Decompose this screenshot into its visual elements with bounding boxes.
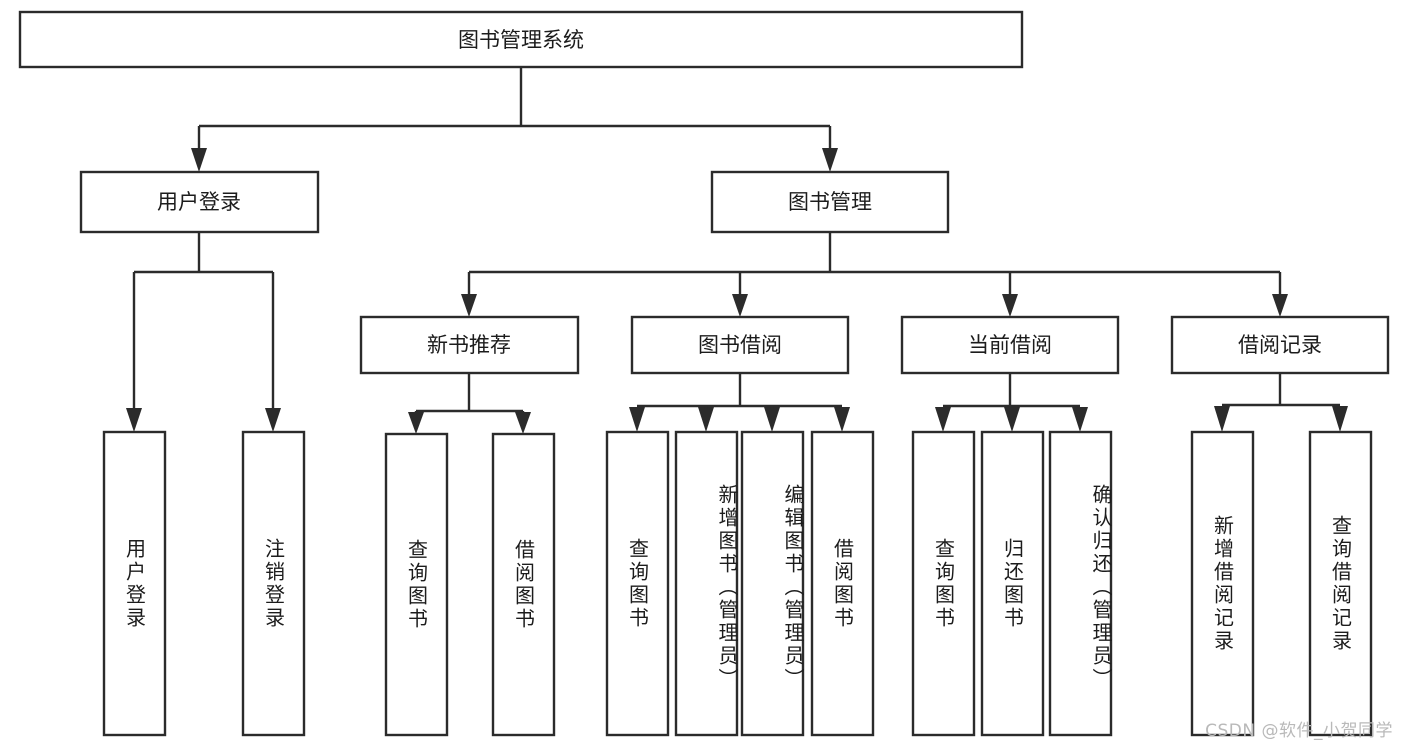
node-root-label: 图书管理系统: [458, 28, 584, 52]
leaf-box-cb-confirm-return-admin[interactable]: [1048, 430, 1113, 737]
arrow-head-book-borrow: [732, 294, 748, 317]
leaf-box-bb-add-book-admin[interactable]: [674, 430, 739, 737]
arrow-head-nb-leaf2: [515, 412, 531, 434]
arrow-head-bb-leaf2: [698, 407, 714, 432]
node-borrowing-record-label: 借阅记录: [1238, 333, 1322, 357]
arrow-head-borrow-record: [1272, 294, 1288, 317]
node-user-login-label: 用户登录: [157, 190, 241, 214]
connector-group-root-to-level2: [191, 67, 838, 172]
leaf-box-br-add-record[interactable]: [1190, 430, 1255, 737]
leaf-box-cb-query-book[interactable]: [911, 430, 976, 737]
leaf-box-logout[interactable]: [241, 430, 306, 737]
arrow-head-br-leaf2: [1332, 406, 1348, 432]
arrow-head-book-mgmt: [822, 148, 838, 172]
node-current-borrowing[interactable]: [900, 315, 1120, 375]
node-user-login[interactable]: [79, 170, 320, 234]
node-current-borrowing-label: 当前借阅: [968, 333, 1052, 357]
arrow-head-leaf-user-login: [126, 408, 142, 432]
leaf-box-user-login[interactable]: [102, 430, 167, 737]
watermark-text: CSDN @软件_小贺同学: [1205, 721, 1393, 741]
connector-group-book-mgmt-to-level3: [461, 232, 1288, 317]
arrow-head-current-borrow: [1002, 294, 1018, 317]
connector-group-book-borrow-to-leaves: [629, 373, 850, 432]
node-book-borrowing-label: 图书借阅: [698, 333, 782, 357]
arrow-head-bb-leaf3: [764, 407, 780, 432]
leaf-box-bb-edit-book-admin[interactable]: [740, 430, 805, 737]
connector-group-current-borrow-to-leaves: [935, 373, 1088, 432]
arrow-head-user-login: [191, 148, 207, 172]
leaf-box-bb-query-book[interactable]: [605, 430, 670, 737]
node-new-book-recommendation[interactable]: [359, 315, 580, 375]
arrow-head-cb-leaf2: [1004, 407, 1020, 432]
arrow-head-nb-leaf1: [408, 412, 424, 434]
leaf-box-br-query-record[interactable]: [1308, 430, 1373, 737]
connector-group-user-login-to-leaves: [126, 232, 281, 432]
node-root-book-management-system[interactable]: [18, 10, 1024, 69]
arrow-head-bb-leaf1: [629, 407, 645, 432]
arrow-head-bb-leaf4: [834, 407, 850, 432]
node-book-management[interactable]: [710, 170, 950, 234]
node-borrowing-record[interactable]: [1170, 315, 1390, 375]
arrow-head-new-book: [461, 294, 477, 317]
connector-group-borrow-record-to-leaves: [1214, 373, 1348, 432]
node-book-borrowing[interactable]: [630, 315, 850, 375]
arrow-head-br-leaf1: [1214, 406, 1230, 432]
leaf-box-bb-borrow-book[interactable]: [810, 430, 875, 737]
node-new-book-recommendation-label: 新书推荐: [427, 333, 511, 357]
arrow-head-cb-leaf3: [1072, 407, 1088, 432]
connector-group-new-book-to-leaves: [408, 373, 531, 434]
arrow-head-cb-leaf1: [935, 407, 951, 432]
leaf-box-nb-borrow-book[interactable]: [491, 432, 556, 737]
arrow-head-leaf-logout: [265, 408, 281, 432]
leaf-box-cb-return-book[interactable]: [980, 430, 1045, 737]
node-book-management-label: 图书管理: [788, 190, 872, 214]
leaf-box-nb-query-book[interactable]: [384, 432, 449, 737]
